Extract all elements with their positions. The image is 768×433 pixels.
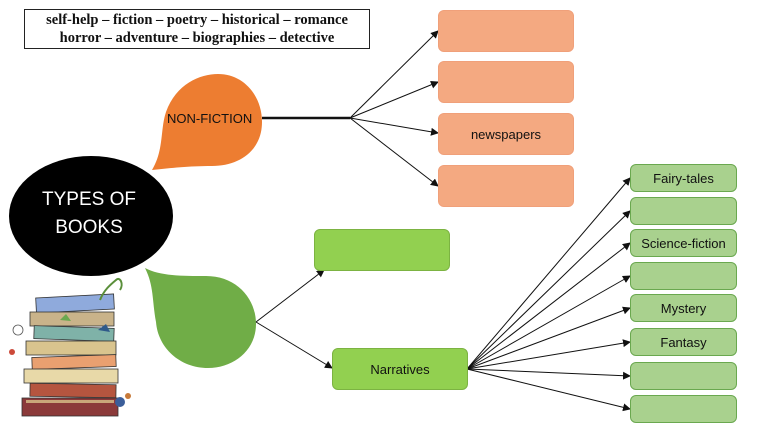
fiction-bubble bbox=[145, 268, 256, 368]
central-title: TYPES OF BOOKS bbox=[14, 186, 164, 242]
arrow-fic-2 bbox=[255, 321, 333, 369]
arrow-nf-4 bbox=[349, 117, 439, 187]
fiction-box-narratives-text: Narratives bbox=[370, 361, 430, 377]
non-fiction-box-1[interactable] bbox=[438, 10, 574, 52]
arrow-sub-2 bbox=[466, 210, 631, 370]
fiction-box-1[interactable] bbox=[314, 229, 450, 271]
subtype-box-5[interactable]: Mystery bbox=[630, 294, 737, 322]
central-title-line-2: BOOKS bbox=[55, 217, 123, 238]
non-fiction-bubble bbox=[152, 74, 262, 170]
subtype-box-6[interactable]: Fantasy bbox=[630, 328, 737, 356]
arrow-sub-1 bbox=[466, 177, 631, 370]
arrow-sub-3 bbox=[466, 242, 631, 370]
central-title-line-1: TYPES OF bbox=[42, 189, 136, 210]
subtype-box-6-text: Fantasy bbox=[660, 334, 707, 350]
subtype-box-3[interactable]: Science-fiction bbox=[630, 229, 737, 257]
non-fiction-box-2[interactable] bbox=[438, 61, 574, 103]
subtype-box-3-text: Science-fiction bbox=[641, 235, 726, 251]
fiction-box-narratives[interactable]: Narratives bbox=[332, 348, 468, 390]
word-bank-line-1: self-help – fiction – poetry – historica… bbox=[46, 12, 348, 28]
non-fiction-box-3[interactable]: newspapers bbox=[438, 113, 574, 155]
central-ellipse bbox=[9, 156, 173, 276]
arrow-sub-4 bbox=[466, 275, 631, 370]
word-bank: self-help – fiction – poetry – historica… bbox=[24, 9, 370, 49]
arrow-fic-1 bbox=[255, 269, 325, 323]
word-bank-line-2: horror – adventure – biographies – detec… bbox=[59, 30, 335, 46]
arrow-nf-3 bbox=[349, 117, 439, 136]
subtype-box-7[interactable] bbox=[630, 362, 737, 390]
arrow-sub-5 bbox=[466, 306, 631, 370]
arrow-nf-2 bbox=[349, 80, 439, 119]
arrow-sub-6 bbox=[466, 339, 631, 370]
subtype-box-8[interactable] bbox=[630, 395, 737, 423]
arrow-sub-7 bbox=[466, 368, 631, 380]
arrow-sub-8 bbox=[466, 368, 631, 412]
subtype-box-2[interactable] bbox=[630, 197, 737, 225]
non-fiction-box-3-text: newspapers bbox=[470, 126, 542, 142]
subtype-box-4[interactable] bbox=[630, 262, 737, 290]
non-fiction-label: NON-FICTION bbox=[167, 111, 253, 126]
non-fiction-box-4[interactable] bbox=[438, 165, 574, 207]
arrow-nf-1 bbox=[349, 30, 439, 119]
book-stack-illustration bbox=[9, 278, 131, 417]
subtype-box-5-text: Mystery bbox=[660, 300, 707, 316]
subtype-box-1-text: Fairy-tales bbox=[653, 170, 714, 186]
subtype-box-1[interactable]: Fairy-tales bbox=[630, 164, 737, 192]
